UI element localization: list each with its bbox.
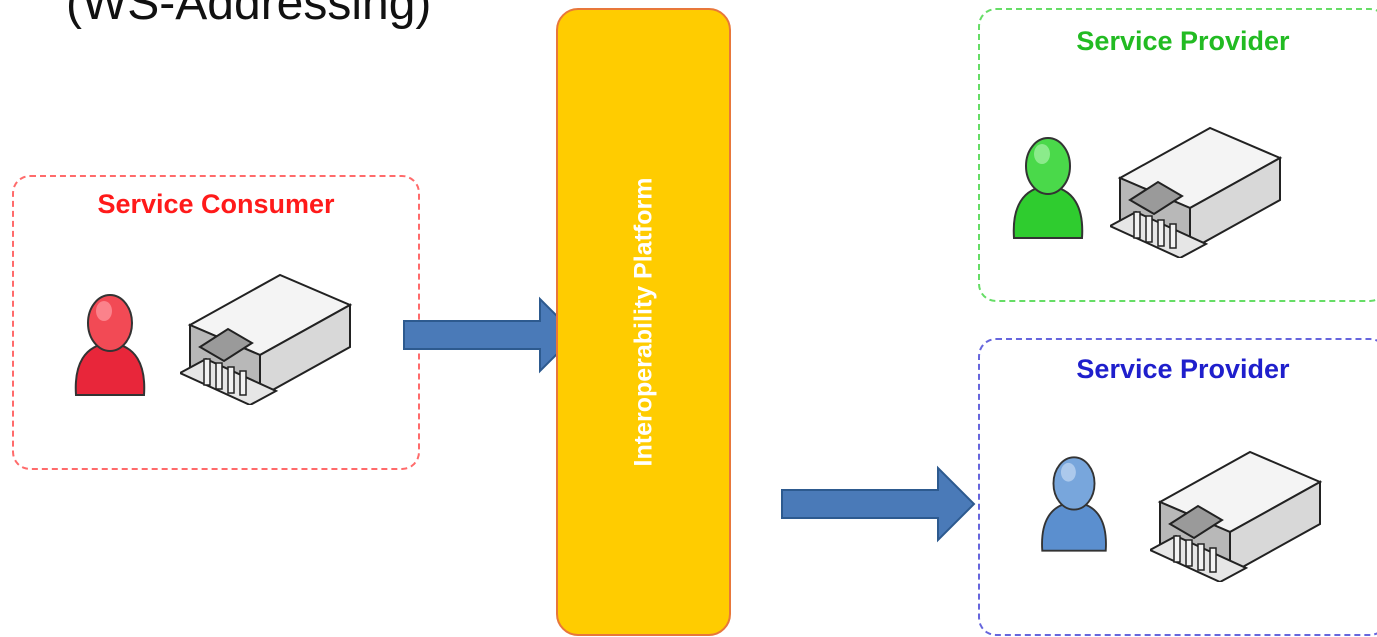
building-server-icon [1110, 118, 1290, 258]
person-icon [74, 294, 146, 396]
building-server-icon [1150, 442, 1330, 582]
service-provider-bottom-box: Service Provider [978, 338, 1377, 636]
building-server-icon [180, 265, 360, 405]
flow-arrow [403, 296, 578, 374]
service-consumer-title: Service Consumer [97, 189, 335, 219]
person-icon [1012, 137, 1084, 239]
page-heading: (WS-Addressing) [66, 0, 432, 30]
flow-arrow [781, 465, 976, 543]
person-icon [1041, 456, 1107, 552]
service-provider-top-title: Service Provider [1076, 26, 1290, 56]
service-provider-top-box: Service Provider [978, 8, 1377, 302]
service-provider-bottom-title: Service Provider [1076, 354, 1290, 384]
interoperability-platform-label: Interoperability Platform [629, 177, 657, 467]
interoperability-platform: Interoperability Platform [556, 8, 731, 636]
